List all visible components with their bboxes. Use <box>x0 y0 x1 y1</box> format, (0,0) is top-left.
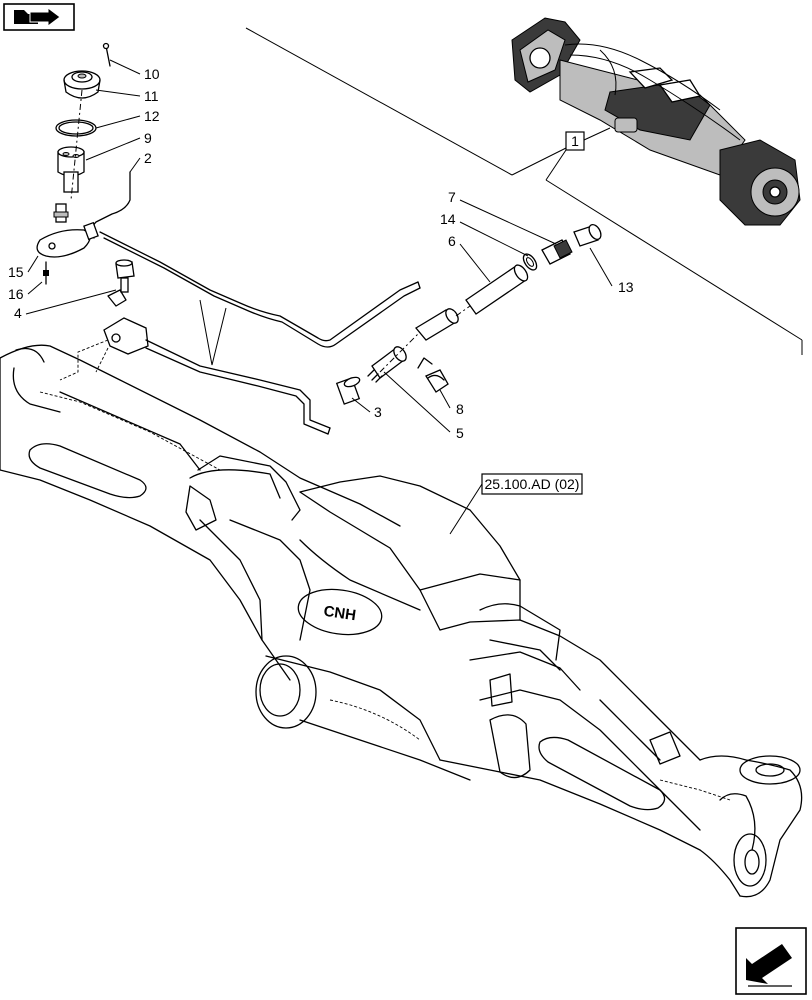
part-2-pipe <box>83 171 421 348</box>
callout-8: 8 <box>439 389 464 417</box>
svg-text:12: 12 <box>144 108 160 124</box>
part-12-o-ring <box>55 119 97 137</box>
part-9-housing <box>57 146 85 193</box>
part-3-pipe <box>103 317 361 435</box>
part-16-screw <box>43 261 49 285</box>
part-11-cap <box>63 70 101 99</box>
axle-overview-thumbnail <box>511 17 801 226</box>
svg-text:10: 10 <box>144 66 160 82</box>
callout-13: 13 <box>589 247 634 295</box>
callout-12: 12 <box>95 108 160 129</box>
svg-text:15: 15 <box>8 264 24 280</box>
callout-2: 2 <box>129 150 152 173</box>
callout-1: 1 <box>565 127 611 151</box>
next-page-arrow-icon[interactable] <box>735 927 807 995</box>
axle-housing <box>0 344 803 898</box>
svg-text:13: 13 <box>618 279 634 295</box>
callout-11: 11 <box>95 88 159 104</box>
svg-text:8: 8 <box>456 401 464 417</box>
part-10-screw <box>102 42 111 67</box>
callout-15: 15 <box>8 255 39 280</box>
part-6-tube <box>415 264 529 341</box>
part-14-ring <box>522 253 538 271</box>
callout-7: 7 <box>448 189 557 245</box>
svg-text:1: 1 <box>571 133 579 149</box>
part-8-clip <box>417 357 449 393</box>
svg-text:9: 9 <box>144 130 152 146</box>
svg-text:16: 16 <box>8 286 24 302</box>
fitting-nipple <box>53 203 69 223</box>
housing-logo-text: CNH <box>323 603 358 624</box>
svg-text:25.100.AD (02): 25.100.AD (02) <box>485 476 580 492</box>
callout-4: 4 <box>14 289 117 321</box>
svg-text:11: 11 <box>144 88 159 104</box>
callout-14: 14 <box>440 211 529 257</box>
svg-text:5: 5 <box>456 425 464 441</box>
part-13-bushing <box>573 223 602 247</box>
reference-callout[interactable]: 25.100.AD (02) <box>449 473 583 535</box>
svg-text:14: 14 <box>440 211 456 227</box>
svg-text:7: 7 <box>448 189 456 205</box>
part-5-sleeve <box>367 346 407 383</box>
callout-9: 9 <box>85 130 152 161</box>
part-15-plate <box>36 229 91 258</box>
part-7-connector <box>541 239 573 265</box>
callout-6: 6 <box>448 233 491 283</box>
svg-text:6: 6 <box>448 233 456 249</box>
overview-reference-lines <box>245 27 803 355</box>
callout-16: 16 <box>8 281 43 302</box>
svg-text:2: 2 <box>144 150 152 166</box>
part-4-bolt <box>107 259 135 307</box>
callout-5: 5 <box>383 371 464 441</box>
callout-3: 3 <box>351 397 382 420</box>
callout-10: 10 <box>109 59 160 82</box>
book-arrow-icon[interactable] <box>3 3 75 31</box>
svg-text:4: 4 <box>14 305 22 321</box>
svg-text:3: 3 <box>374 404 382 420</box>
